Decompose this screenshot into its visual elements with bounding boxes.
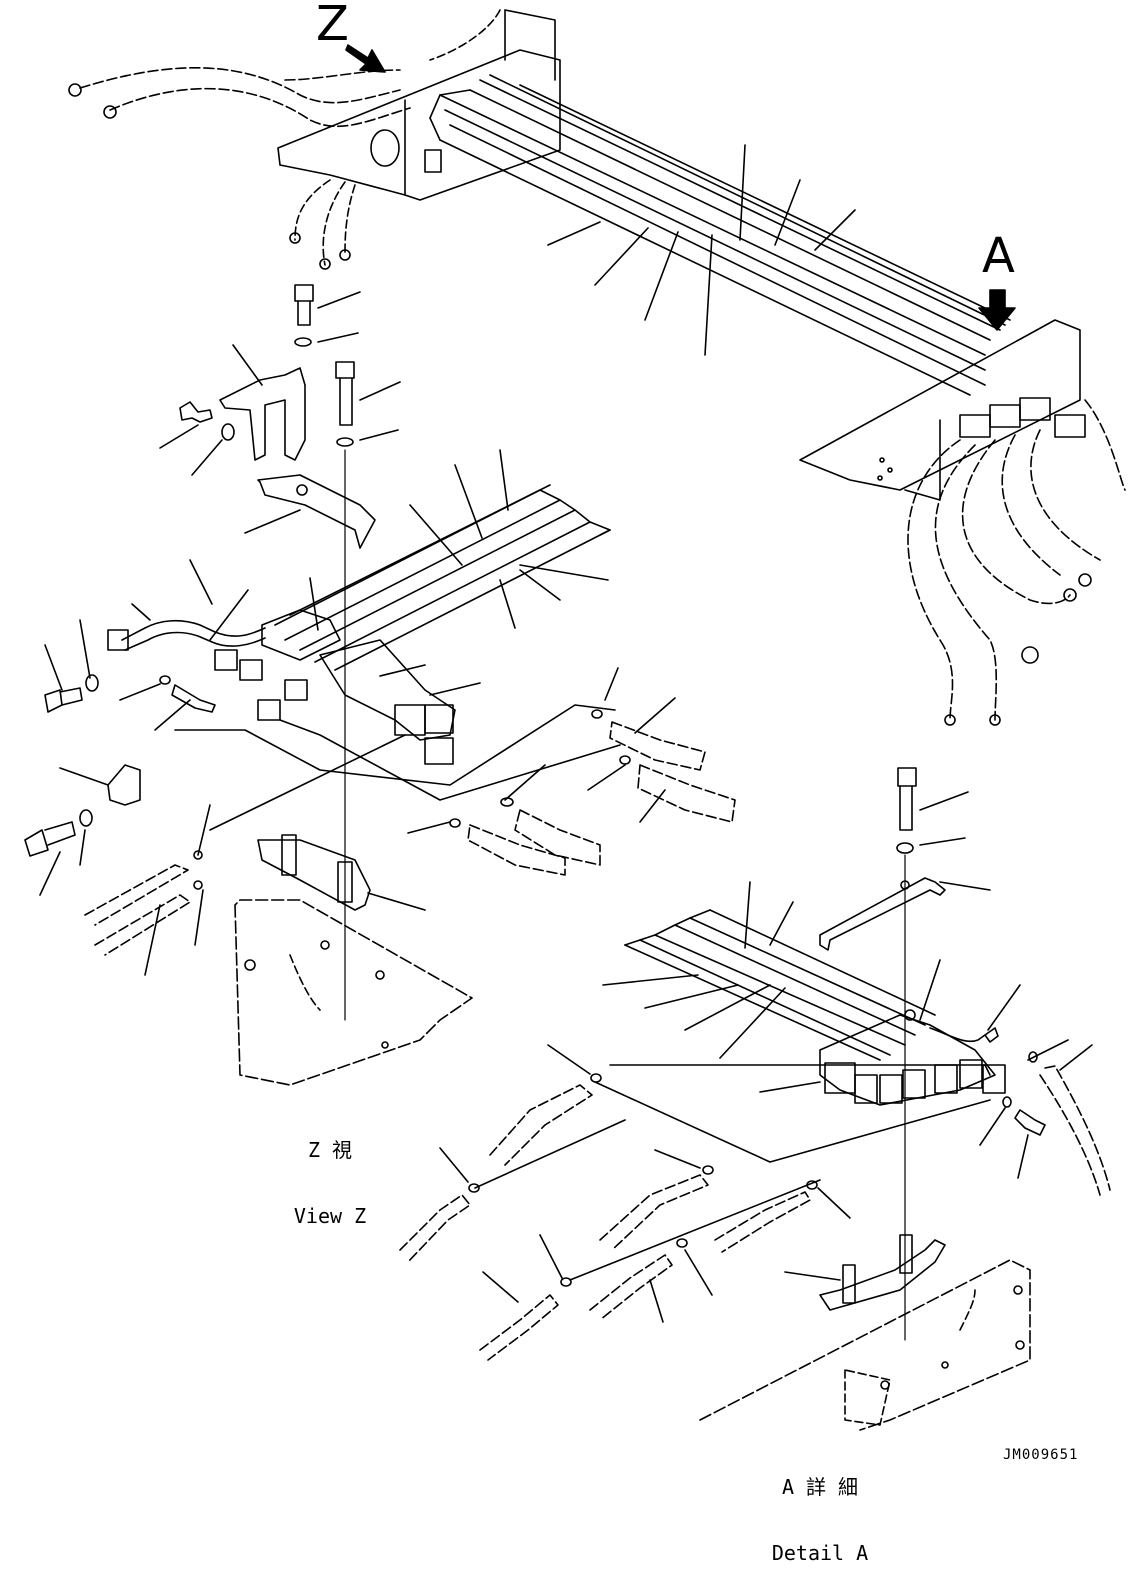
view-z-assembly [24,284,736,1086]
detail-a-assembly [399,767,1111,1431]
view-z-caption: Z 視 View Z [275,1095,385,1249]
view-z-caption-en: View Z [293,1204,367,1228]
detail-a-caption-jp: A 詳 細 [781,1475,859,1499]
detail-a-caption: A 詳 細 Detail A [760,1432,880,1586]
detail-a-arrow [978,289,1016,331]
detail-a-marker: A [982,228,1015,284]
parts-diagram: Z A Z 視 View Z A 詳 細 Detail A JM009651 [24,0,1126,1564]
drawing-id: JM009651 [1003,1447,1079,1463]
view-z-marker: Z [316,0,349,52]
top-frame-assembly [68,9,1126,726]
detail-a-caption-en: Detail A [771,1541,869,1565]
view-z-arrow [345,44,386,73]
view-z-caption-jp: Z 視 [307,1138,353,1162]
